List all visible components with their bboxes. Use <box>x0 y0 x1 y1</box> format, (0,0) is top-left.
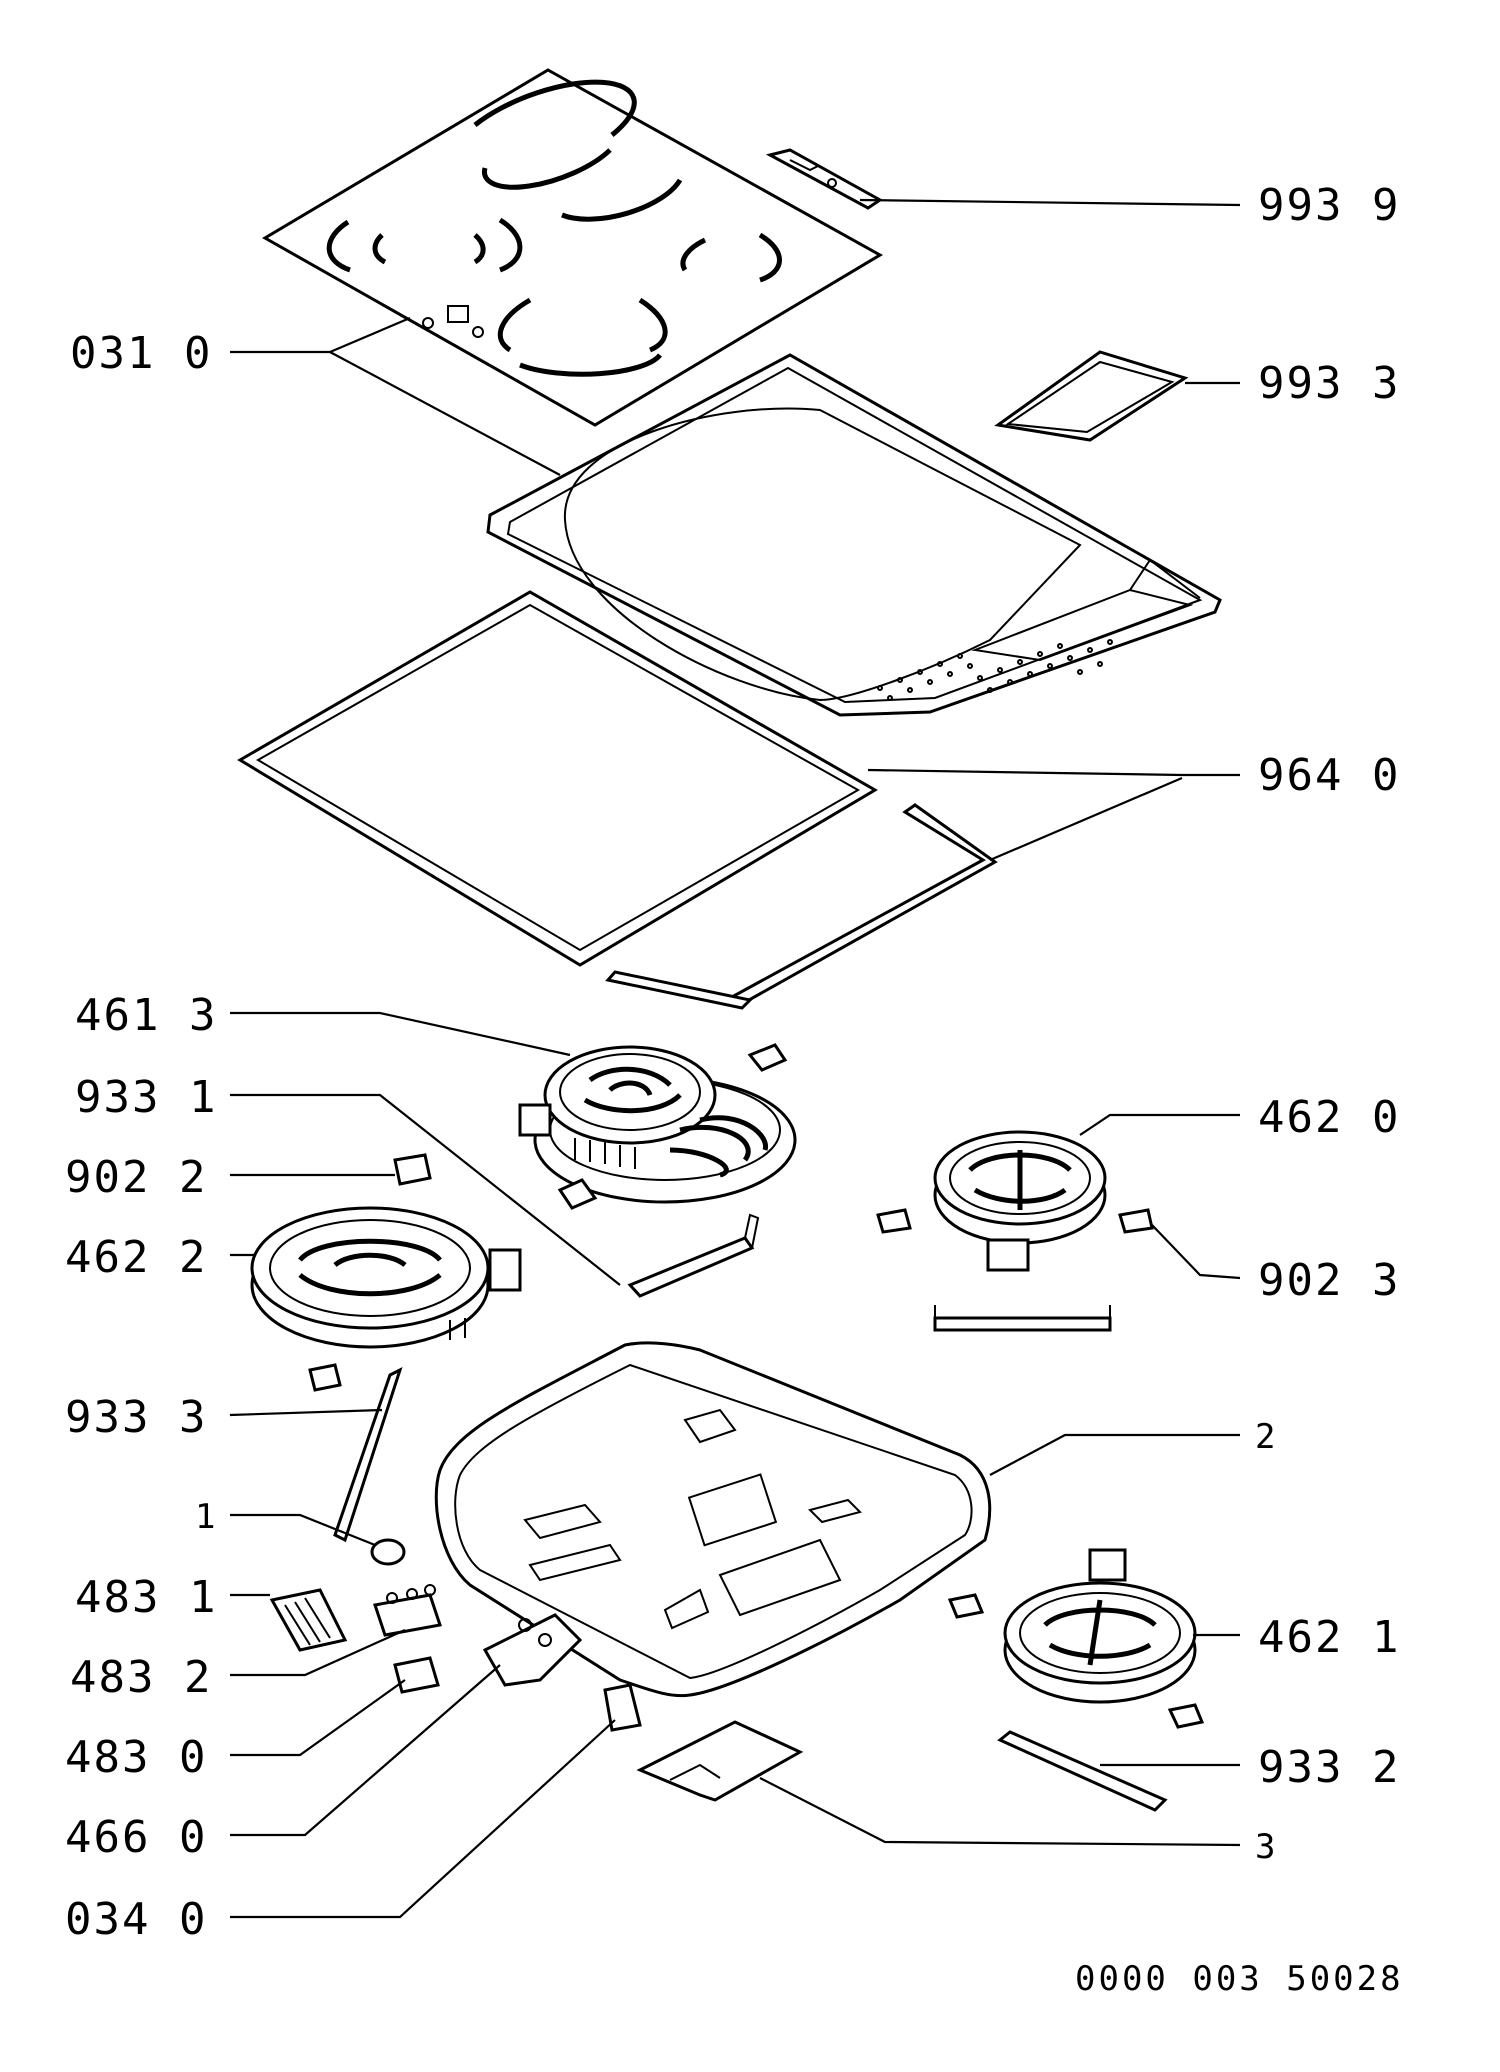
heating-element-462-1 <box>947 1548 1205 1729</box>
label-034-0: 034 0 <box>65 1894 207 1945</box>
knob-1 <box>370 1538 406 1566</box>
cover-plate <box>636 1720 804 1802</box>
heating-element-462-2 <box>250 1206 522 1349</box>
clip <box>557 1178 598 1210</box>
hob-frame <box>486 353 1222 717</box>
label-964-0: 964 0 <box>1258 750 1400 801</box>
label-933-2: 933 2 <box>1258 1742 1400 1793</box>
label-902-3: 902 3 <box>1258 1255 1400 1306</box>
bracket-034-0 <box>603 1683 642 1732</box>
seal-964-0 <box>237 590 998 1010</box>
bracket-933-1 <box>627 1213 760 1298</box>
label-483-1: 483 1 <box>75 1572 217 1623</box>
leader-lines <box>229 198 1241 1919</box>
bracket-933-3 <box>308 1363 403 1543</box>
clip-902-2 <box>393 1153 432 1186</box>
heating-element-462-0 <box>876 1130 1154 1332</box>
label-1: 1 <box>195 1497 215 1537</box>
terminal-block-483-2 <box>373 1584 442 1637</box>
label-3: 3 <box>1255 1827 1275 1867</box>
label-902-2: 902 2 <box>65 1152 207 1203</box>
label-462-2: 462 2 <box>65 1232 207 1283</box>
label-462-1: 462 1 <box>1258 1612 1400 1663</box>
label-993-3: 993 3 <box>1258 358 1400 409</box>
label-933-3: 933 3 <box>65 1392 207 1443</box>
terminal-block-483-0 <box>393 1656 440 1694</box>
label-483-0: 483 0 <box>65 1732 207 1783</box>
drawing-code: 0000 003 50028 <box>1075 1959 1404 1999</box>
terminal-block-483-1 <box>269 1588 348 1652</box>
label-461-3: 461 3 <box>75 990 217 1041</box>
label-2: 2 <box>1255 1417 1275 1457</box>
label-933-1: 933 1 <box>75 1072 217 1123</box>
heating-element-461-3 <box>518 1043 797 1204</box>
frame-seal-993-3 <box>994 350 1189 442</box>
base-tray <box>434 1341 992 1698</box>
label-993-9: 993 9 <box>1258 180 1400 231</box>
connector-466-0 <box>482 1613 583 1687</box>
label-462-0: 462 0 <box>1258 1092 1400 1143</box>
label-483-2: 483 2 <box>70 1652 212 1703</box>
ceramic-glass-top <box>262 68 884 427</box>
bracket-933-2 <box>997 1730 1168 1812</box>
label-031-0: 031 0 <box>70 328 212 379</box>
label-466-0: 466 0 <box>65 1812 207 1863</box>
